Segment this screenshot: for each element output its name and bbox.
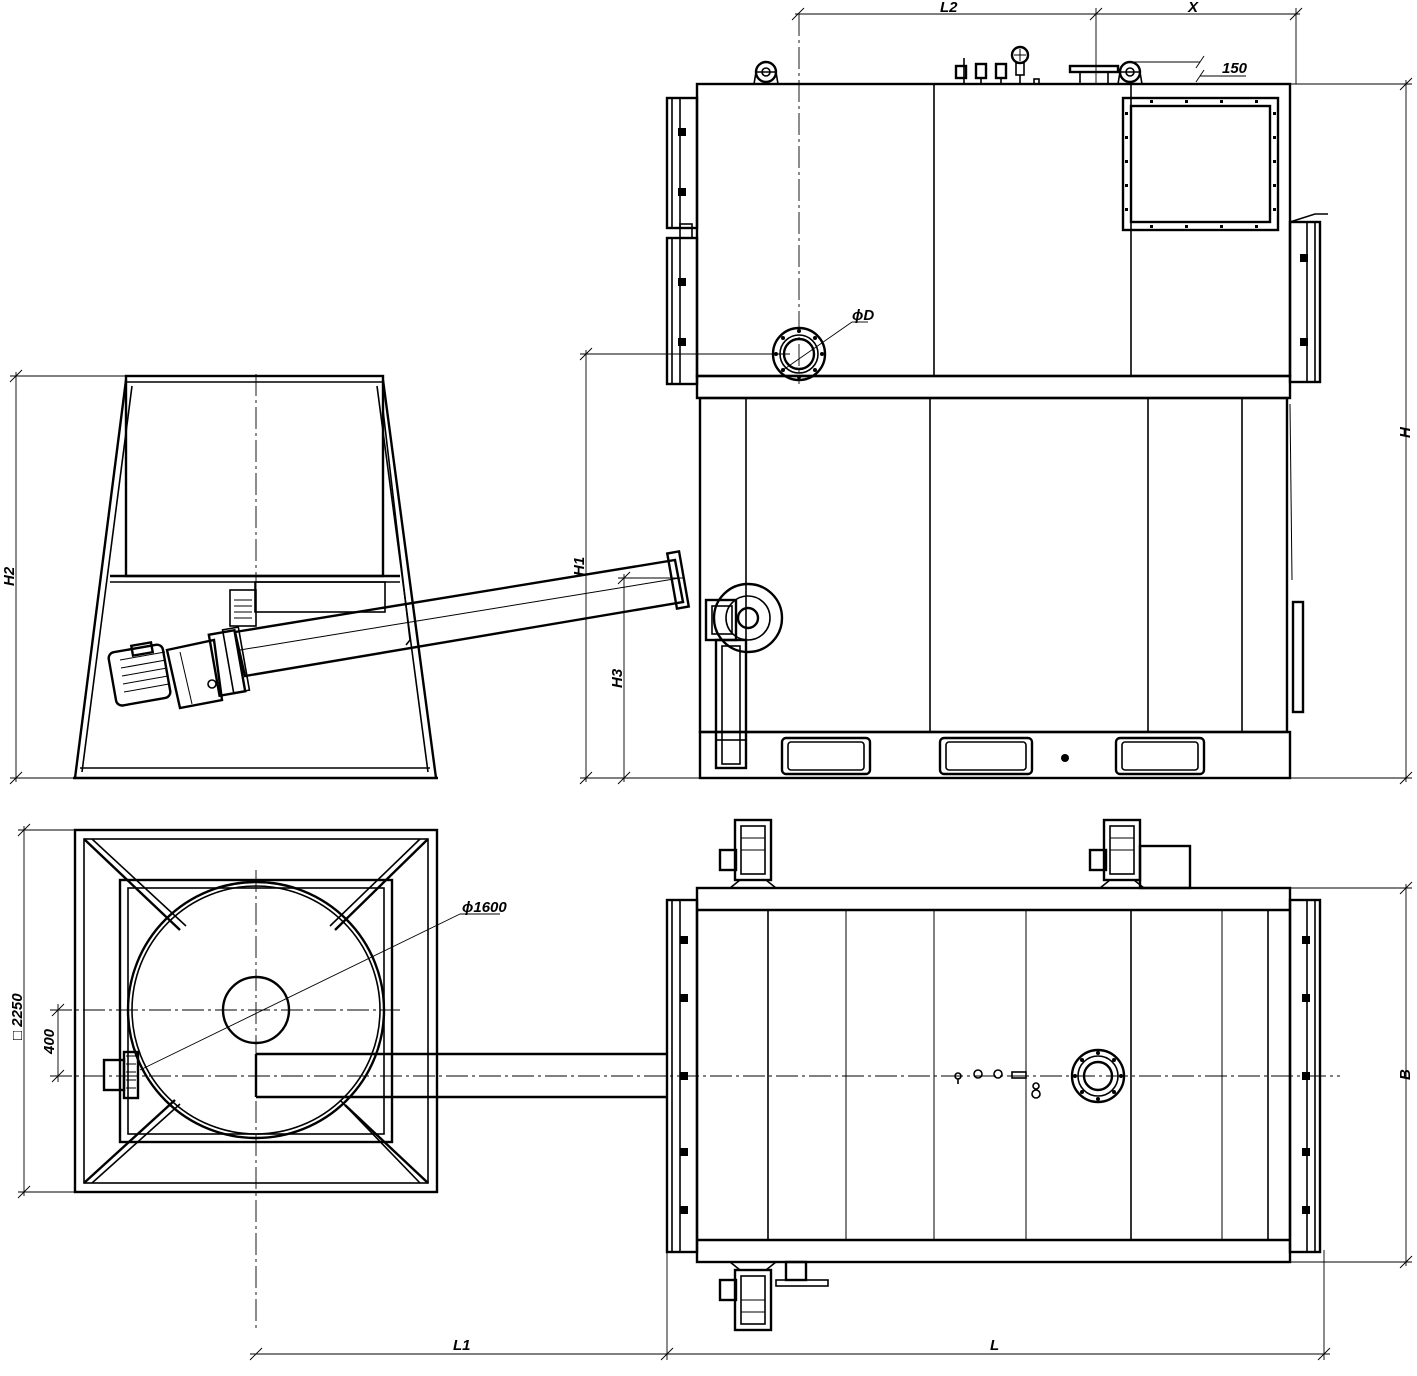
hopper-top-view bbox=[50, 828, 1340, 1330]
dim-label-x: X bbox=[1187, 0, 1199, 16]
screw-conveyor-front bbox=[107, 549, 691, 710]
reactor-top-view bbox=[665, 818, 1322, 1332]
dim-label-h1: H1 bbox=[571, 557, 588, 576]
dim-label-400: 400 bbox=[41, 1028, 58, 1055]
reactor-front-view bbox=[665, 14, 1328, 780]
motor-body bbox=[107, 643, 172, 707]
hopper-front-view bbox=[73, 374, 438, 780]
dim-label-l1: L1 bbox=[453, 1337, 471, 1354]
dim-label-phi-1600: ϕ1600 bbox=[462, 899, 507, 916]
dim-label-h3: H3 bbox=[609, 668, 626, 688]
dim-label-b: B bbox=[1397, 1069, 1414, 1080]
dimension-lines bbox=[9, 7, 1413, 1361]
dim-label-l: L bbox=[990, 1337, 999, 1354]
dim-label-2250: □ 2250 bbox=[9, 993, 26, 1040]
dim-label-h2: H2 bbox=[1, 566, 18, 586]
dim-label-150: 150 bbox=[1222, 60, 1248, 77]
dim-label-phi-d: ϕD bbox=[852, 307, 874, 324]
dim-label-l2: L2 bbox=[940, 0, 958, 16]
dim-label-h: H bbox=[1397, 426, 1414, 438]
